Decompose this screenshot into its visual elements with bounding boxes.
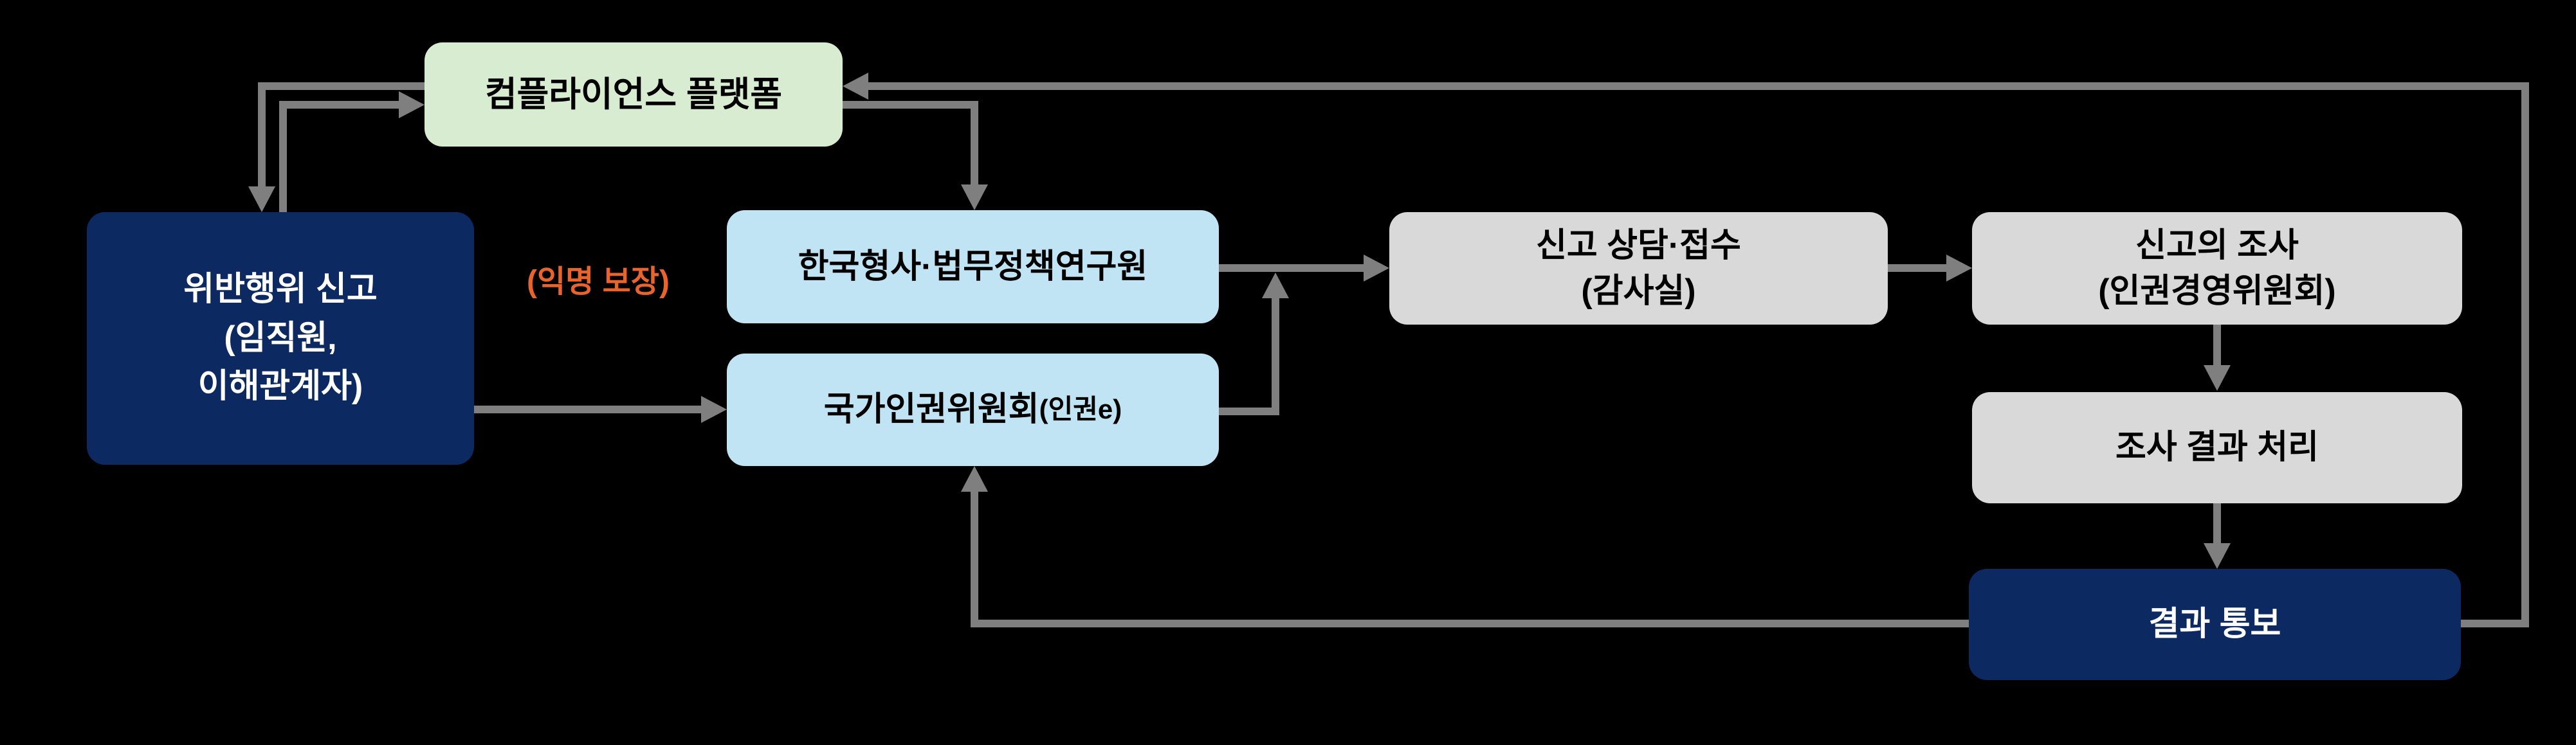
box-compliance-platform: 컴플라이언스 플랫폼 [425,42,843,147]
report-reception-line1: 신고 상담·접수 [1536,227,1741,265]
report-investigation-line1: 신고의 조사 [2135,227,2299,265]
kicj-label: 한국형사·법무정책연구원 [798,247,1148,285]
violation-report-line2: (임직원, [224,319,337,357]
nhrc-label: 국가인권위원회 [823,391,1039,429]
arrow-report-to-platform [279,91,425,212]
nhrc-label-suffix: (인권e) [1039,394,1122,425]
violation-report-line1: 위반행위 신고 [183,271,378,309]
box-violation-report: 위반행위 신고 (임직원, 이해관계자) [87,212,474,465]
arrow-kicj-to-reception [1219,255,1389,282]
arrow-platform-to-report [248,82,425,212]
compliance-platform-label: 컴플라이언스 플랫폼 [484,75,783,114]
box-kicj: 한국형사·법무정책연구원 [727,210,1219,323]
arrow-report-to-nhrc [474,396,727,423]
arrow-notification-to-platform [843,73,2529,627]
report-investigation-line2: (인권경영위원회) [2098,272,2336,310]
arrow-reception-to-investigation [1888,255,1972,282]
violation-report-line3: 이해관계자) [197,368,363,406]
arrow-platform-to-kicj [843,101,988,210]
arrow-investigation-to-processing [2204,325,2231,391]
box-result-notification: 결과 통보 [1969,569,2461,680]
arrow-nhrc-to-reception [1219,273,1289,415]
box-nhrc: 국가인권위원회(인권e) [727,354,1219,466]
arrow-processing-to-notification [2204,503,2231,569]
report-reception-line2: (감사실) [1581,272,1696,310]
box-result-processing: 조사 결과 처리 [1972,392,2462,503]
arrow-notification-to-nhrc [961,466,1969,627]
anonymity-note: (익명 보장) [527,265,670,299]
result-notification-label: 결과 통보 [2148,606,2281,643]
result-processing-label: 조사 결과 처리 [2115,429,2319,467]
box-report-investigation: 신고의 조사 (인권경영위원회) [1972,212,2462,325]
box-report-reception: 신고 상담·접수 (감사실) [1389,212,1888,325]
